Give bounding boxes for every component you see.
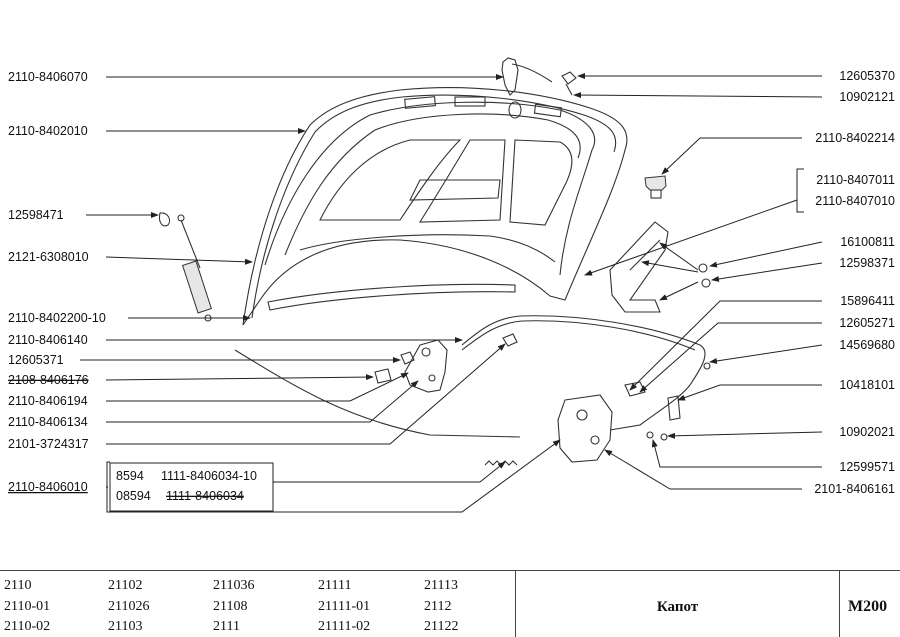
part-box-frame <box>109 462 274 512</box>
part-number: 10902021 <box>839 425 895 439</box>
part-number: 10902121 <box>839 90 895 104</box>
title-block: 2110 21102 211036 21111 21113 2110-01 21… <box>0 570 900 637</box>
model-code: 211026 <box>108 599 150 614</box>
hood-prop-strut <box>158 212 213 322</box>
part-number: 16100811 <box>840 235 895 249</box>
part-number: 2110-8406010 <box>8 480 88 494</box>
part-number: 2108-8406176 <box>8 373 89 387</box>
part-number: 12605271 <box>839 316 895 330</box>
release-cable <box>461 315 706 431</box>
hood-assembly-diagram: 2110-8406070 2110-8402010 12598471 2121-… <box>8 57 895 513</box>
part-number: 2101-3724317 <box>8 437 89 451</box>
box-code: 8594 <box>116 469 144 483</box>
rubber-stop-2110-8402214 <box>644 175 667 199</box>
part-number: 2121-6308010 <box>8 250 89 264</box>
page-code-cell: M200 <box>840 571 900 637</box>
hood-panel <box>242 87 628 326</box>
part-number: 2110-8406070 <box>8 70 88 84</box>
part-number: 15896411 <box>840 294 895 308</box>
hood-lock <box>557 362 711 463</box>
part-number: 2101-8406161 <box>814 482 895 496</box>
model-code: 21108 <box>213 599 248 614</box>
model-list: 2110 21102 211036 21111 21113 2110-01 21… <box>0 571 515 637</box>
model-code: 2111 <box>213 619 240 634</box>
page-code: M200 <box>848 598 888 615</box>
lock-bracket <box>609 221 711 313</box>
model-code: 21111-02 <box>318 619 371 634</box>
part-number: 12598371 <box>839 256 895 270</box>
model-code: 21111 <box>318 578 352 593</box>
model-code: 2112 <box>424 599 452 614</box>
part-number: 2110-8406194 <box>8 394 88 408</box>
part-number: 2110-8402214 <box>815 131 895 145</box>
model-code: 21111-01 <box>318 599 371 614</box>
part-number: 2110-8402200-10 <box>8 311 106 325</box>
left-labels: 2110-8406070 2110-8402010 12598471 2121-… <box>8 70 106 494</box>
part-number: 2110-8406140 <box>8 333 88 347</box>
leader-lines <box>80 73 823 513</box>
model-code: 211036 <box>213 578 255 593</box>
model-code: 2110-02 <box>4 619 51 634</box>
part-number: 10418101 <box>839 378 895 392</box>
lock-spring <box>484 460 518 466</box>
model-code: 21122 <box>424 619 459 634</box>
model-code: 2110-01 <box>4 599 51 614</box>
box-part-number: 1111-8406034 <box>166 489 244 503</box>
part-number: 12605371 <box>8 353 64 367</box>
part-number: 2110-8402010 <box>8 124 88 138</box>
model-code: 21113 <box>424 578 458 593</box>
right-labels: 12605370 10902121 2110-8402214 2110-8407… <box>814 69 895 496</box>
part-number: 12605370 <box>839 69 895 83</box>
part-number: 12599571 <box>839 460 895 474</box>
box-code: 08594 <box>116 489 151 503</box>
model-code: 2110 <box>4 578 32 593</box>
part-number: 2110-8406134 <box>8 415 88 429</box>
part-number: 2110-8407010 <box>815 194 895 208</box>
box-part-number: 1111-8406034-10 <box>161 469 257 483</box>
title-cell: Капот <box>515 571 840 637</box>
bolt-12605370 <box>561 71 577 96</box>
part-number: 12598471 <box>8 208 64 222</box>
part-box: 8594 1111-8406034-10 08594 1111-8406034 <box>116 469 257 503</box>
part-number: 2110-8407011 <box>816 173 895 187</box>
model-code: 21103 <box>108 619 143 634</box>
hood-hinge-pin <box>501 57 553 96</box>
part-number: 14569680 <box>839 338 895 352</box>
model-code: 21102 <box>108 578 143 593</box>
page-title: Капот <box>656 599 699 615</box>
